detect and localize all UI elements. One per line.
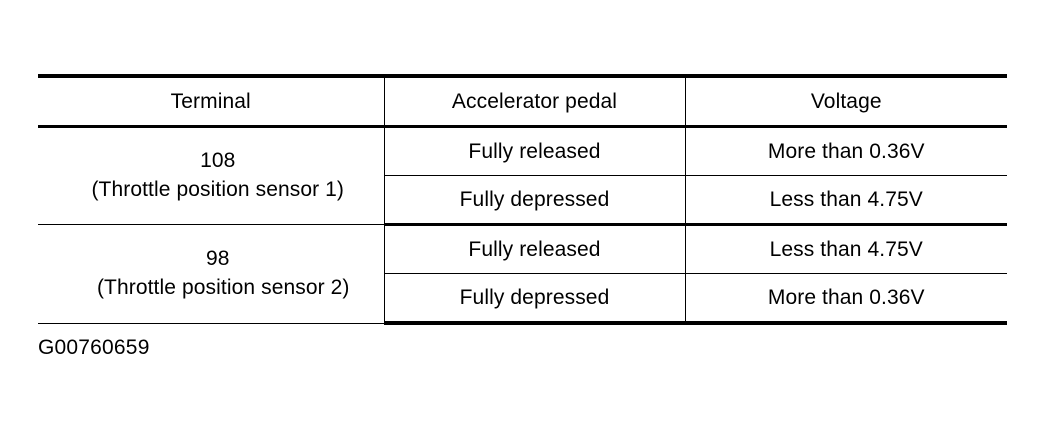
pedal-value: Fully released bbox=[468, 237, 601, 261]
terminal-cell-group-1: 108 (Throttle position sensor 1) bbox=[38, 126, 385, 225]
pedal-cell: Fully depressed bbox=[384, 273, 686, 325]
header-label-voltage: Voltage bbox=[810, 89, 882, 113]
voltage-value: Less than 4.75V bbox=[769, 237, 923, 261]
table-row: Fully depressed More than 0.36V bbox=[38, 273, 1007, 325]
voltage-cell: More than 0.36V bbox=[685, 126, 1007, 176]
header-cell-accelerator-pedal: Accelerator pedal bbox=[384, 74, 686, 128]
terminal-cell-group-2: 98 (Throttle position sensor 2) bbox=[38, 224, 385, 324]
voltage-cell: More than 0.36V bbox=[685, 273, 1007, 325]
terminal-number-2: 98 bbox=[205, 246, 230, 270]
header-label-terminal: Terminal bbox=[170, 89, 251, 113]
pedal-value: Fully depressed bbox=[459, 187, 610, 211]
header-cell-voltage: Voltage bbox=[685, 74, 1007, 128]
pedal-cell: Fully depressed bbox=[384, 175, 686, 226]
pedal-value: Fully depressed bbox=[459, 285, 610, 309]
table-header-row: Terminal Accelerator pedal Voltage bbox=[38, 74, 1007, 128]
terminal-description-2: (Throttle position sensor 2) bbox=[96, 275, 350, 299]
voltage-cell: Less than 4.75V bbox=[685, 224, 1007, 274]
pedal-cell: Fully released bbox=[384, 126, 686, 176]
table-row: 108 (Throttle position sensor 1) Fully r… bbox=[38, 126, 1007, 225]
terminal-voltage-spec-table: Terminal Accelerator pedal Voltage 108 (… bbox=[38, 74, 1007, 325]
voltage-value: More than 0.36V bbox=[767, 285, 925, 309]
header-cell-terminal: Terminal bbox=[38, 74, 385, 128]
voltage-cell: Less than 4.75V bbox=[685, 175, 1007, 226]
table-row: Fully depressed Less than 4.75V bbox=[38, 175, 1007, 226]
pedal-value: Fully released bbox=[468, 139, 601, 163]
header-label-accelerator-pedal: Accelerator pedal bbox=[451, 89, 618, 113]
voltage-value: More than 0.36V bbox=[767, 139, 925, 163]
voltage-value: Less than 4.75V bbox=[769, 187, 923, 211]
terminal-description-1: (Throttle position sensor 1) bbox=[91, 178, 345, 201]
table-row: 98 (Throttle position sensor 2) Fully re… bbox=[38, 224, 1007, 324]
terminal-number-1: 108 bbox=[200, 149, 236, 173]
pedal-cell: Fully released bbox=[384, 224, 686, 274]
figure-caption: G00760659 bbox=[38, 336, 150, 359]
